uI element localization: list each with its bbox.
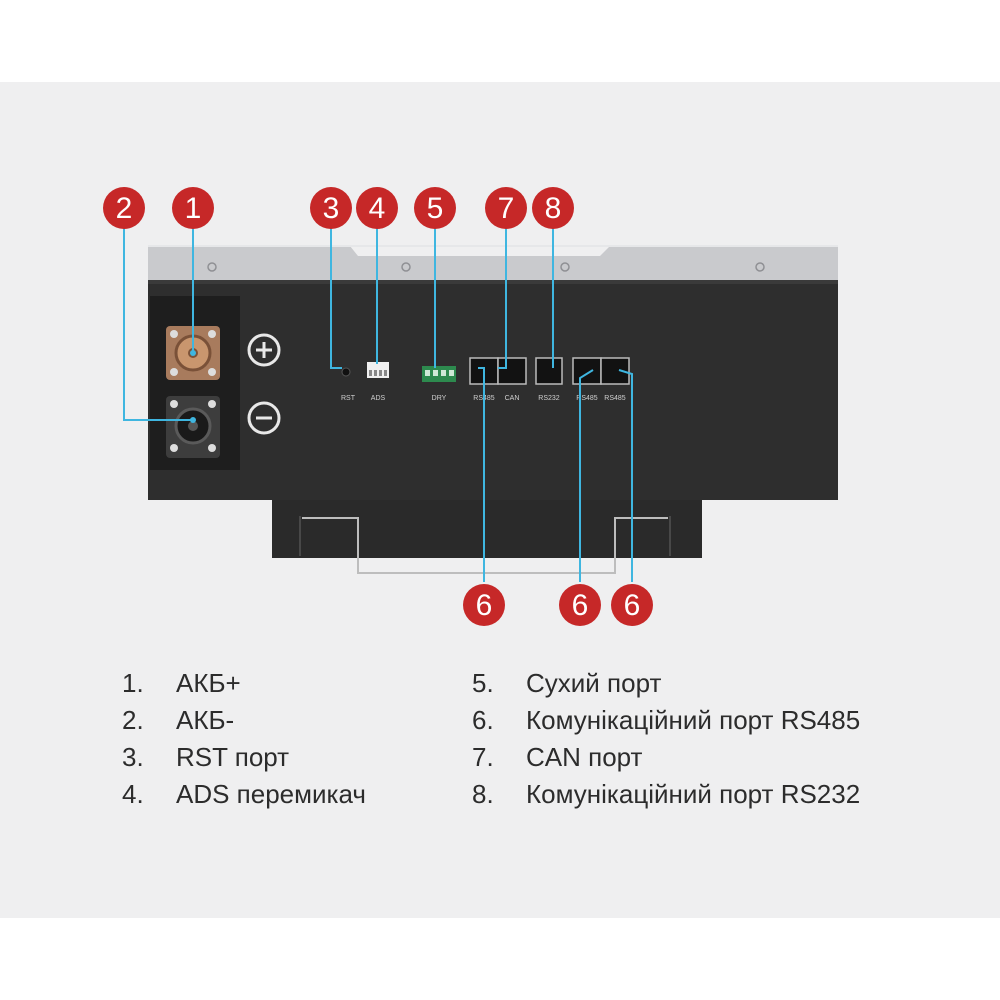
legend-item-text: Сухий порт bbox=[526, 668, 662, 698]
marker-8-label: 8 bbox=[545, 192, 562, 225]
legend-item: 7. CAN порт bbox=[472, 739, 860, 776]
legend-item: 4. ADS перемикач bbox=[122, 776, 366, 813]
legend-item-number: 5. bbox=[472, 668, 494, 698]
rs485-port-b bbox=[572, 357, 602, 385]
port-label-can: CAN bbox=[505, 395, 520, 402]
marker-3-label: 3 bbox=[323, 192, 340, 225]
legend-item: 2. АКБ- bbox=[122, 702, 366, 739]
port-label-rs485-c: RS485 bbox=[604, 395, 626, 402]
rs232-port bbox=[535, 357, 563, 385]
port-label-rst: RST bbox=[341, 395, 356, 402]
battery-negative-terminal bbox=[166, 396, 220, 458]
legend-item-text: Комунікаційний порт RS485 bbox=[526, 705, 861, 735]
marker-2-label: 2 bbox=[116, 192, 133, 225]
legend-item: 8. Комунікаційний порт RS232 bbox=[472, 776, 860, 813]
marker-4: 4 bbox=[356, 187, 398, 229]
legend-item-text: АКБ+ bbox=[176, 668, 241, 698]
marker-7: 7 bbox=[485, 187, 527, 229]
legend-item-number: 8. bbox=[472, 779, 494, 809]
leader-lines bbox=[123, 228, 633, 582]
port-label-ads: ADS bbox=[371, 395, 386, 402]
marker-7-label: 7 bbox=[498, 192, 515, 225]
marker-5: 5 bbox=[414, 187, 456, 229]
port-label-dry: DRY bbox=[432, 395, 447, 402]
legend-item-text: Комунікаційний порт RS232 bbox=[526, 779, 861, 809]
marker-6-right: 6 bbox=[611, 584, 653, 626]
marker-1: 1 bbox=[172, 187, 214, 229]
legend-item-number: 1. bbox=[122, 668, 144, 698]
minus-icon bbox=[247, 401, 281, 435]
marker-6-left: 6 bbox=[463, 584, 505, 626]
ads-switch bbox=[367, 362, 389, 378]
legend-item-text: CAN порт bbox=[526, 742, 643, 772]
mounting-bracket bbox=[272, 500, 702, 574]
legend-item: 3. RST порт bbox=[122, 739, 366, 776]
legend-item: 5. Сухий порт bbox=[472, 665, 860, 702]
legend-item-text: ADS перемикач bbox=[176, 779, 366, 809]
dry-contact-port bbox=[422, 366, 456, 382]
marker-4-label: 4 bbox=[369, 192, 386, 225]
can-port bbox=[497, 357, 527, 385]
marker-5-label: 5 bbox=[427, 192, 444, 225]
inverter-body bbox=[148, 280, 838, 500]
port-label-rs232: RS232 bbox=[538, 395, 560, 402]
legend-item-text: АКБ- bbox=[176, 705, 235, 735]
marker-6-right-label: 6 bbox=[624, 589, 641, 622]
legend-item-number: 7. bbox=[472, 742, 494, 772]
legend-item: 6. Комунікаційний порт RS485 bbox=[472, 702, 860, 739]
legend-right: 5. Сухий порт 6. Комунікаційний порт RS485… bbox=[472, 665, 860, 813]
legend-item-number: 4. bbox=[122, 779, 144, 809]
port-label-rs485-b: RS485 bbox=[576, 395, 598, 402]
legend-item: 1. АКБ+ bbox=[122, 665, 366, 702]
rst-button bbox=[341, 367, 351, 377]
marker-6-middle: 6 bbox=[559, 584, 601, 626]
marker-3: 3 bbox=[310, 187, 352, 229]
legend-item-text: RST порт bbox=[176, 742, 290, 772]
legend-left: 1. АКБ+ 2. АКБ- 3. RST порт 4. ADS перемикач bbox=[122, 665, 366, 813]
top-cover bbox=[148, 245, 838, 285]
marker-6-left-label: 6 bbox=[476, 589, 493, 622]
legend-item-number: 2. bbox=[122, 705, 144, 735]
marker-6-middle-label: 6 bbox=[572, 589, 589, 622]
legend-item-number: 6. bbox=[472, 705, 494, 735]
marker-1-label: 1 bbox=[185, 192, 202, 225]
marker-2: 2 bbox=[103, 187, 145, 229]
plus-icon bbox=[247, 333, 281, 367]
marker-8: 8 bbox=[532, 187, 574, 229]
legend-item-number: 3. bbox=[122, 742, 144, 772]
